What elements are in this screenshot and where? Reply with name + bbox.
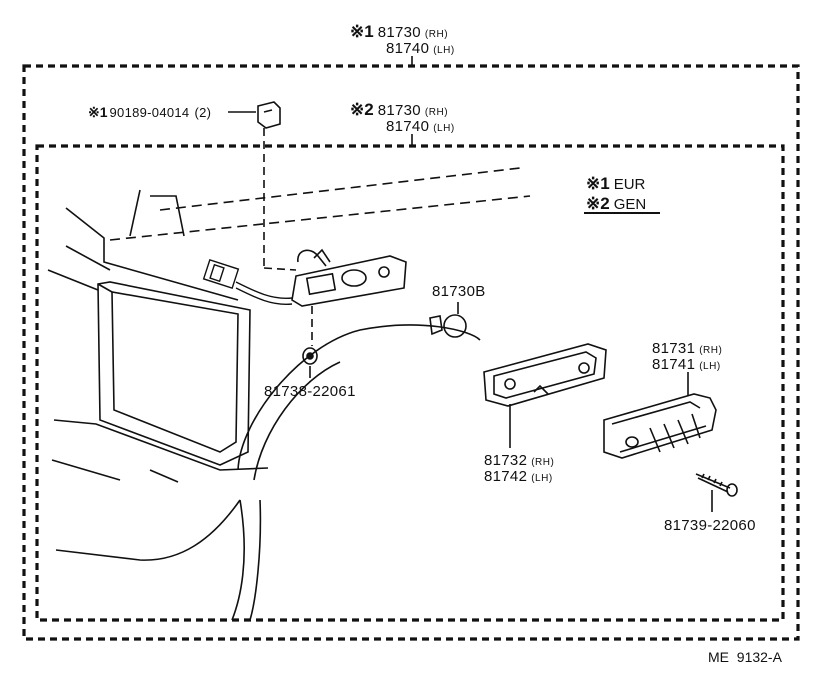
screw-callout: 81739-22060 xyxy=(664,517,756,534)
housing-callout-lh: 81742 (LH) xyxy=(484,468,553,485)
legend-eur-text: EUR xyxy=(613,176,646,193)
inner-assembly-marker: ※2 xyxy=(350,100,374,119)
legend-item-gen: ※2 GEN xyxy=(586,194,646,214)
wire-harness xyxy=(202,258,293,305)
top-assembly-marker: ※1 xyxy=(350,22,374,41)
clip-part-number: 90189-04014 xyxy=(109,105,190,120)
lens-rh-part: 81731 xyxy=(652,340,696,357)
bulb-callout: 81730B xyxy=(432,283,486,300)
legend-gen-marker: ※2 xyxy=(586,194,610,213)
top-assembly-lh-side: (LH) xyxy=(433,45,455,56)
legend-item-eur: ※1 EUR xyxy=(586,174,645,194)
inner-assembly-rh-part: 81730 xyxy=(377,102,421,119)
inner-assembly-box xyxy=(35,144,785,622)
housing-lh-side: (LH) xyxy=(531,473,553,484)
clip-part xyxy=(228,101,297,271)
top-assembly-callout-rh: ※1 81730 (RH) xyxy=(350,22,448,42)
legend-gen-text: GEN xyxy=(613,196,647,213)
lens-rh-side: (RH) xyxy=(699,345,723,356)
housing-rh-side: (RH) xyxy=(531,457,555,468)
top-assembly-callout-lh: 81740 (LH) xyxy=(386,40,455,57)
inner-assembly-lh-side: (LH) xyxy=(433,123,455,134)
bulb-part xyxy=(429,302,467,338)
lens-lh-part: 81741 xyxy=(652,356,696,373)
diagram-code: ME 9132-A xyxy=(708,649,782,665)
lens-lh-side: (LH) xyxy=(699,361,721,372)
grommet-part xyxy=(302,306,318,378)
housing-lh-part: 81742 xyxy=(484,468,528,485)
clip-callout: ※1 90189-04014 (2) xyxy=(88,104,211,121)
top-assembly-rh-part: 81730 xyxy=(377,24,421,41)
lamp-socket xyxy=(291,248,407,307)
top-assembly-rh-side: (RH) xyxy=(424,29,449,40)
lens-callout-lh: 81741 (LH) xyxy=(652,356,721,373)
car-body-outline xyxy=(47,167,531,621)
grommet-callout: 81738-22061 xyxy=(264,383,356,400)
clip-quantity: (2) xyxy=(194,105,212,120)
outer-assembly-box xyxy=(22,64,800,641)
top-assembly-lh-part: 81740 xyxy=(386,40,430,57)
legend-eur-marker: ※1 xyxy=(586,174,610,193)
housing-callout-rh: 81732 (RH) xyxy=(484,452,554,469)
inner-assembly-lh-part: 81740 xyxy=(386,118,430,135)
inner-assembly-callout-lh: 81740 (LH) xyxy=(386,118,455,135)
clip-marker: ※1 xyxy=(88,104,108,120)
inner-assembly-callout-rh: ※2 81730 (RH) xyxy=(350,100,448,120)
inner-assembly-rh-side: (RH) xyxy=(424,107,449,118)
housing-part xyxy=(483,343,607,448)
housing-rh-part: 81732 xyxy=(484,452,528,469)
screw-part xyxy=(695,473,738,512)
lens-callout-rh: 81731 (RH) xyxy=(652,340,722,357)
lens-part xyxy=(603,372,717,459)
